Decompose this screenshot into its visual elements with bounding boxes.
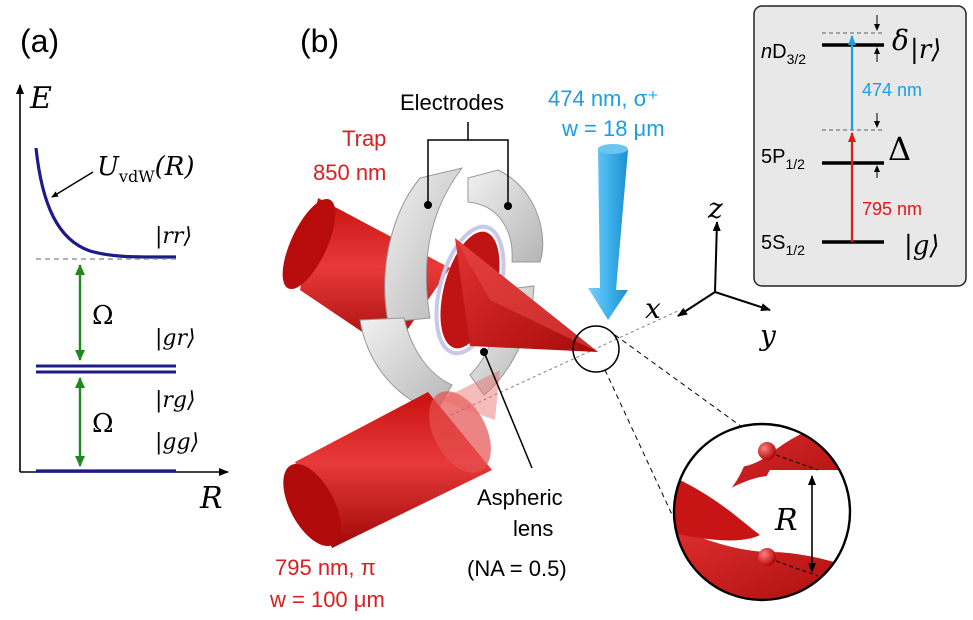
upper-atom (758, 442, 776, 460)
trap-label-line2: 850 nm (313, 160, 386, 185)
excitation-beam-795 (283, 370, 500, 548)
blue-beam-label-line1: 474 nm, σ⁺ (548, 86, 659, 111)
axis-x-label: x (645, 292, 661, 325)
level-scheme-box (753, 5, 967, 287)
axis-y-label: y (758, 319, 777, 352)
state-rg-label: |rg⟩ (155, 388, 196, 413)
optical-axis-dashed (439, 309, 681, 421)
lens-pointer (483, 351, 533, 469)
zoom-line-upper (614, 334, 743, 428)
distance-axis-label: R (199, 481, 223, 516)
panel-a-label: (a) (20, 23, 59, 59)
wavelength-795-label: 795 nm (862, 199, 922, 219)
interatomic-distance-label: R (774, 503, 798, 538)
state-gg-label: |gg⟩ (155, 430, 199, 455)
blue-beam-label-line2: w = 18 μm (561, 116, 665, 141)
rabi-label-lower: Ω (92, 409, 114, 439)
rabi-label-upper: Ω (92, 301, 114, 331)
vdw-potential-curve (34, 147, 177, 259)
level-5P-label: 5P1/2 (761, 146, 805, 172)
trap-label-line1: Trap (342, 126, 386, 151)
zoom-inset: R (672, 422, 852, 602)
electrode-upper-right (467, 169, 544, 263)
state-g-label: |g⟩ (904, 231, 940, 261)
blue-excitation-beam (588, 144, 628, 320)
lower-atom (758, 548, 776, 566)
state-gr-label: |gr⟩ (155, 326, 196, 351)
level-scheme: nD3/2 5P1/2 5S1/2 δ |r⟩ Δ |g⟩ 474 nm 795… (753, 5, 967, 287)
coordinate-axes: z y x (645, 192, 777, 352)
panel-a: (a) E R UvdW(R) |rr⟩ |gr⟩ |rg⟩ |gg⟩ Ω Ω (16, 23, 229, 516)
wavelength-474-label: 474 nm (862, 80, 922, 100)
state-r-label: |r⟩ (910, 35, 941, 65)
delta-big-label: Δ (888, 130, 911, 168)
level-nD-label: nD3/2 (761, 41, 806, 67)
energy-axis-label: E (29, 81, 52, 116)
electrode-upper-left (384, 167, 464, 323)
red-beam-label-line1: 795 nm, π (275, 555, 376, 580)
lens-label-line3: (NA = 0.5) (467, 556, 567, 581)
lens-label-line1: Aspheric (477, 485, 563, 510)
axis-z-label: z (707, 192, 723, 225)
state-rr-label: |rr⟩ (155, 224, 192, 249)
delta-small-label: δ (892, 24, 909, 57)
lens-label-line2: lens (513, 516, 553, 541)
electrodes-bracket (427, 122, 509, 202)
panel-b-label: (b) (300, 23, 339, 59)
focus-circle (572, 325, 620, 373)
red-beam-label-line2: w = 100 μm (269, 587, 385, 612)
potential-pointer (51, 171, 94, 198)
electrodes-label: Electrodes (400, 90, 504, 115)
potential-label: UvdW(R) (97, 152, 195, 186)
zoom-line-lower (604, 369, 701, 576)
level-5S-label: 5S1/2 (761, 232, 805, 258)
